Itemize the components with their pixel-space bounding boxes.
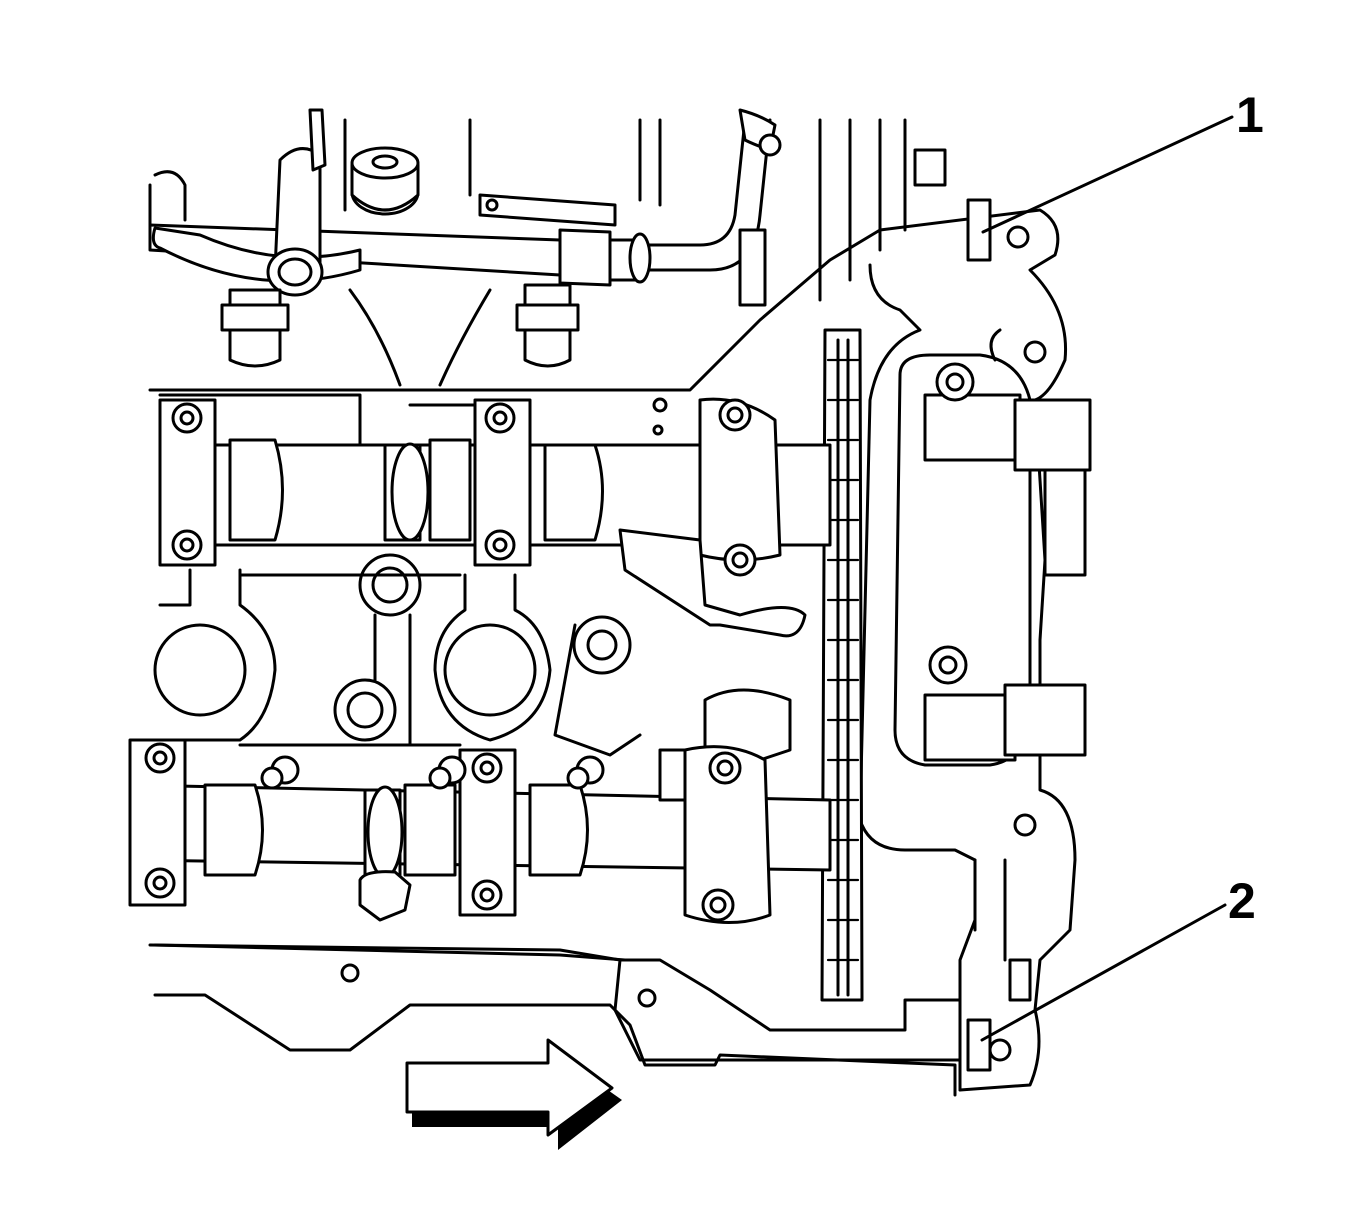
camshaft-upper [158, 393, 832, 577]
injector-left [220, 288, 290, 368]
cam-actuator-upper [923, 362, 1092, 577]
arrow-right-icon [405, 1038, 622, 1150]
head-gasket-edge [153, 943, 962, 1097]
timing-cover [148, 198, 1077, 1092]
injector-center [515, 283, 580, 368]
callout-1-label: 1 [1236, 87, 1264, 143]
camshaft-lower [128, 738, 832, 924]
timing-chain [820, 328, 864, 1002]
cylinder-head-middle [153, 397, 807, 802]
fuel-rail-assembly [148, 108, 947, 387]
callout-1: 1 [981, 87, 1264, 234]
fuel-cap [350, 146, 420, 216]
cam-actuator-lower [923, 645, 1087, 762]
callout-2-label: 2 [1228, 873, 1256, 929]
callout-2: 2 [980, 873, 1256, 1042]
